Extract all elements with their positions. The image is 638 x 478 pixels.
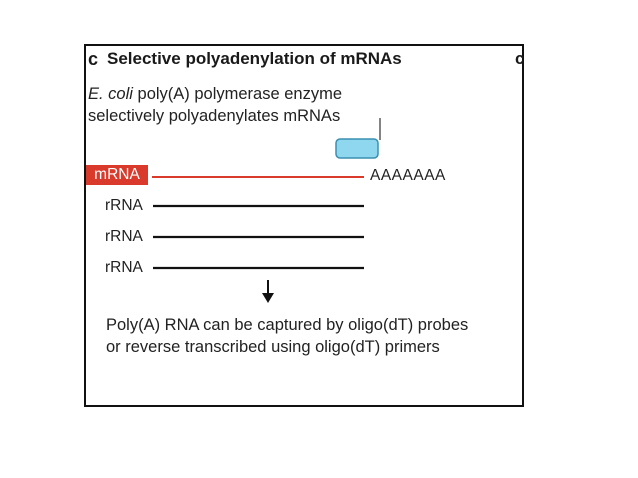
rrna-label: rRNA bbox=[105, 259, 143, 276]
down-arrow-icon bbox=[262, 293, 274, 303]
result-line2: or reverse transcribed using oligo(dT) p… bbox=[106, 338, 440, 356]
result-text: Poly(A) RNA can be captured by oligo(dT)… bbox=[106, 314, 468, 358]
rrna-label: rRNA bbox=[105, 228, 143, 245]
poly-a-tail: AAAAAAA bbox=[370, 167, 446, 184]
panel-label: c bbox=[88, 49, 99, 69]
description-line1: poly(A) polymerase enzyme bbox=[132, 85, 343, 103]
poly-a-polymerase-enzyme bbox=[335, 138, 379, 159]
mrna-label: mRNA bbox=[86, 165, 148, 185]
rrna-label: rRNA bbox=[105, 197, 143, 214]
figure-panel-frame bbox=[84, 44, 524, 407]
cropped-panel-glyph: c bbox=[515, 49, 525, 68]
enzyme-description: E. coli poly(A) polymerase enzyme select… bbox=[88, 83, 342, 127]
result-line1: Poly(A) RNA can be captured by oligo(dT)… bbox=[106, 316, 469, 334]
organism-name: E. coli bbox=[88, 85, 133, 103]
panel-title: Selective polyadenylation of mRNAs bbox=[107, 49, 402, 68]
description-line2: selectively polyadenylates mRNAs bbox=[88, 107, 341, 125]
